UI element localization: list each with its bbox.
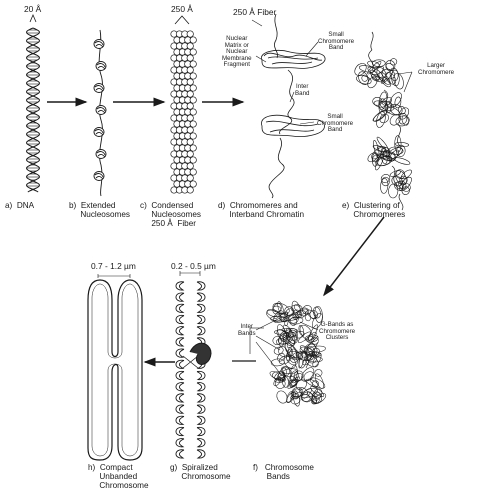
inter-band-label: Inter Band	[295, 83, 310, 97]
small-chromomere-bottom-label: Small Chromomere Band	[317, 113, 354, 134]
caption-g: g) Spiralized Chromosome	[170, 463, 231, 482]
dna-double-helix	[25, 13, 41, 193]
dna-width-label: 20 Å	[24, 4, 42, 14]
fiber-width-label: 250 Å	[171, 4, 193, 14]
chromomere-cluster	[354, 31, 412, 211]
chromosome-width-label: 0.7 - 1.2 µm	[91, 261, 136, 271]
caption-d: d) Chromomeres and Interband Chromatin	[218, 201, 305, 220]
chromomeres-interband	[261, 13, 326, 199]
caption-c: c) Condensed Nucleosomes 250 Å Fiber	[140, 201, 201, 229]
small-chromomere-top-label: Small Chromomere Band	[318, 31, 355, 52]
caption-f: f) Chromosome Bands	[253, 463, 314, 482]
spiral-width-label: 0.2 - 0.5 µm	[171, 261, 216, 271]
nuclear-matrix-label: Nuclear Matrix or Nuclear Membrane Fragm…	[222, 35, 252, 69]
arrow-e-to-f	[323, 216, 385, 297]
extended-nucleosomes	[93, 29, 107, 197]
caption-e: e) Clustering of Chromomeres	[342, 201, 406, 220]
fiber-label: 250 Å Fiber	[233, 7, 277, 17]
annotation-leaders	[249, 19, 413, 377]
compact-chromosome	[87, 274, 143, 461]
caption-b: b) Extended Nucleosomes	[69, 201, 130, 220]
caption-a: a) DNA	[5, 201, 35, 210]
spiralized-chromosome	[175, 271, 212, 459]
larger-chromomere-label: Larger Chromomere	[418, 62, 455, 76]
caption-h: h) Compact Unbanded Chromosome	[88, 463, 149, 491]
chromosome-bands	[266, 300, 327, 407]
g-bands-label: G-Bands as Chromomere Clusters	[319, 321, 356, 342]
inter-bands-label: Inter Bands	[238, 323, 256, 337]
condensed-fiber	[170, 15, 197, 194]
